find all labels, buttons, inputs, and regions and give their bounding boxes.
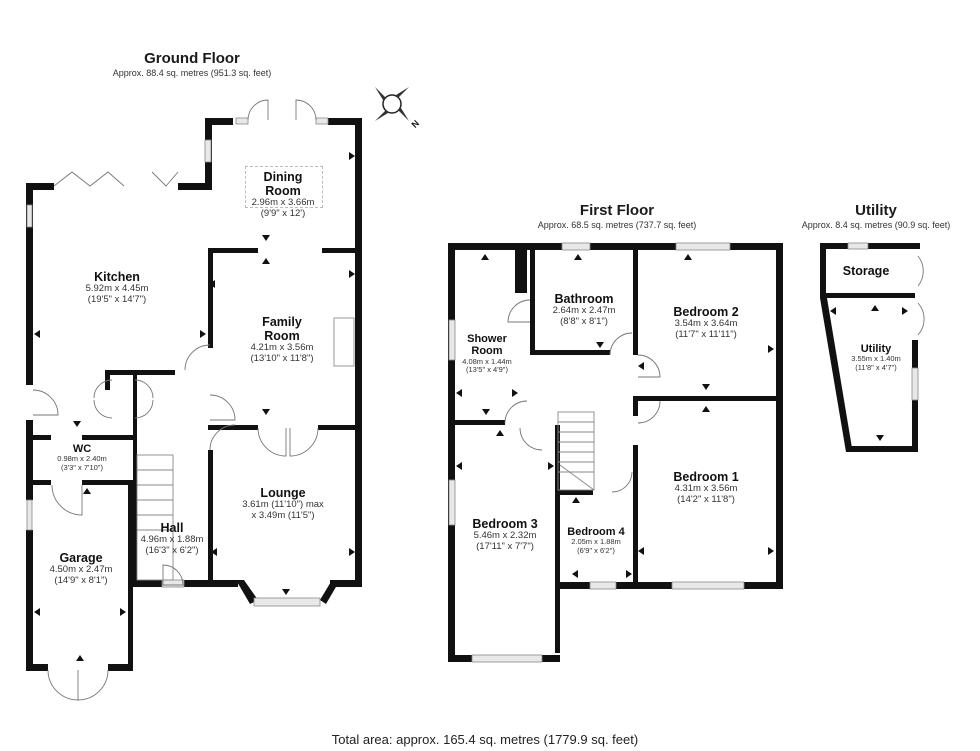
room-name: Dining Room bbox=[263, 170, 303, 198]
room-bedroom-3: Bedroom 3 5.46m x 2.32m (17'11" x 7'7") bbox=[472, 517, 537, 552]
room-name: Bedroom 3 bbox=[472, 517, 538, 531]
first-floor-stairs bbox=[557, 411, 595, 491]
room-bedroom-2: Bedroom 2 3.54m x 3.64m (11'7" x 11'11") bbox=[673, 305, 738, 340]
room-name: Hall bbox=[160, 521, 184, 535]
room-dimensions-metric: 2.96m x 3.66m bbox=[251, 197, 315, 208]
floor-area-text: Approx. 68.5 sq. metres (737.7 sq. feet) bbox=[537, 220, 697, 230]
room-dimensions-imperial: (17'11" x 7'7") bbox=[476, 540, 534, 552]
utility-windows bbox=[847, 242, 919, 401]
first-floor-doors bbox=[504, 299, 661, 493]
room-dimensions-metric: 4.21m x 3.56m bbox=[250, 342, 314, 353]
room-dimensions-metric: 5.92m x 4.45m bbox=[85, 283, 149, 294]
room-dimensions-imperial: (3'3" x 7'10") bbox=[61, 462, 103, 472]
room-dimensions-imperial: (19'5" x 14'7") bbox=[87, 293, 147, 305]
room-name: Bedroom 4 bbox=[567, 526, 625, 538]
dining-room-label-box bbox=[245, 166, 323, 208]
room-dimensions-metric: 0.98m x 2.40m bbox=[57, 454, 107, 464]
room-dimensions-metric: 3.61m (11'10") max bbox=[242, 499, 324, 510]
room-lounge: Lounge 3.61m (11'10") max x 3.49m (11'5"… bbox=[242, 486, 324, 521]
floor-title-text: Utility bbox=[855, 202, 897, 219]
room-dimensions-imperial: (14'2" x 11'8") bbox=[677, 493, 735, 505]
room-name: Lounge bbox=[260, 486, 306, 500]
chimney-breast bbox=[333, 317, 355, 367]
room-name: Shower Room bbox=[467, 333, 507, 358]
first-floor-windows bbox=[448, 242, 745, 663]
floor-title-text: First Floor bbox=[579, 202, 655, 219]
room-kitchen: Kitchen 5.92m x 4.45m (19'5" x 14'7") bbox=[86, 270, 149, 305]
room-name: Bathroom bbox=[554, 292, 614, 306]
room-dimensions-imperial: (8'8" x 8'1") bbox=[560, 315, 608, 327]
room-dimensions-metric: 3.55m x 1.40m bbox=[851, 354, 901, 364]
utility-doors bbox=[917, 255, 925, 336]
room-storage: Storage bbox=[843, 264, 890, 278]
room-dining-room: Dining Room 2.96m x 3.66m (9'9" x 12') bbox=[252, 170, 315, 219]
utility-measure-markers bbox=[830, 305, 908, 441]
room-name: Bedroom 1 bbox=[673, 470, 739, 484]
room-name: WC bbox=[72, 443, 92, 455]
room-family-room: Family Room 4.21m x 3.56m (13'10" x 11'8… bbox=[250, 315, 313, 364]
room-wc: WC 0.98m x 2.40m (3'3" x 7'10") bbox=[57, 443, 107, 472]
room-name: Storage bbox=[842, 264, 890, 278]
utility-walls bbox=[820, 243, 920, 452]
room-hall: Hall 4.96m x 1.88m (16'3" x 6'2") bbox=[141, 521, 204, 556]
room-bedroom-1: Bedroom 1 4.31m x 3.56m (14'2" x 11'8") bbox=[673, 470, 738, 505]
room-shower-room: Shower Room 4.08m x 1.44m (13'5" x 4'9") bbox=[462, 333, 512, 374]
floor-area-text: Approx. 8.4 sq. metres (90.9 sq. feet) bbox=[801, 220, 951, 230]
first-floor-walls bbox=[448, 243, 783, 662]
room-dimensions-imperial: (14'9" x 8'1") bbox=[54, 574, 108, 586]
room-dimensions-imperial: (11'8" x 4'7") bbox=[855, 362, 897, 372]
ground-floor-title: Ground Floor Approx. 88.4 sq. metres (95… bbox=[113, 50, 272, 78]
room-name: Kitchen bbox=[94, 270, 140, 284]
room-name: Family Room bbox=[262, 315, 302, 343]
room-dimensions-metric: 2.05m x 1.88m bbox=[571, 537, 621, 547]
floor-title-text: Ground Floor bbox=[144, 50, 240, 67]
first-floor-title: First Floor Approx. 68.5 sq. metres (737… bbox=[538, 202, 697, 230]
room-name: Bedroom 2 bbox=[673, 305, 739, 319]
room-dimensions-imperial: (13'5" x 4'9") bbox=[466, 365, 508, 375]
room-dimensions-metric: 3.54m x 3.64m bbox=[674, 318, 738, 329]
room-dimensions-metric: 5.46m x 2.32m bbox=[473, 530, 537, 541]
room-dimensions-imperial: (11'7" x 11'11") bbox=[675, 328, 737, 340]
room-garage: Garage 4.50m x 2.47m (14'9" x 8'1") bbox=[50, 551, 113, 586]
room-bathroom: Bathroom 2.64m x 2.47m (8'8" x 8'1") bbox=[553, 292, 616, 327]
room-dimensions-metric: 4.08m x 1.44m bbox=[462, 356, 512, 366]
room-dimensions-imperial: (16'3" x 6'2") bbox=[145, 544, 199, 556]
room-name: Garage bbox=[59, 551, 103, 565]
room-dimensions-imperial: (9'9" x 12') bbox=[260, 207, 306, 219]
first-measure-markers bbox=[456, 254, 774, 578]
room-bedroom-4: Bedroom 4 2.05m x 1.88m (6'9" x 6'2") bbox=[567, 526, 624, 555]
room-dimensions-imperial: (13'10" x 11'8") bbox=[250, 352, 314, 364]
room-dimensions-imperial: x 3.49m (11'5") bbox=[251, 509, 315, 521]
ground-floor-windows bbox=[26, 117, 329, 607]
utility-floor-title: Utility Approx. 8.4 sq. metres (90.9 sq.… bbox=[802, 202, 951, 230]
total-area: Total area: approx. 165.4 sq. metres (17… bbox=[331, 732, 639, 747]
ground-floor-walls bbox=[26, 118, 362, 671]
room-dimensions-metric: 4.50m x 2.47m bbox=[49, 564, 113, 575]
room-dimensions-metric: 4.31m x 3.56m bbox=[674, 483, 738, 494]
room-dimensions-metric: 2.64m x 2.47m bbox=[552, 305, 616, 316]
ground-measure-markers bbox=[34, 152, 355, 661]
room-dimensions-imperial: (6'9" x 6'2") bbox=[577, 545, 615, 555]
ground-floor-doors bbox=[32, 99, 319, 701]
floor-area-text: Approx. 88.4 sq. metres (951.3 sq. feet) bbox=[112, 68, 272, 78]
room-name: Utility bbox=[860, 343, 892, 355]
ground-floor-stairs bbox=[136, 454, 174, 581]
room-utility: Utility 3.55m x 1.40m (11'8" x 4'7") bbox=[851, 343, 901, 372]
compass-icon bbox=[375, 87, 409, 121]
room-dimensions-metric: 4.96m x 1.88m bbox=[140, 534, 204, 545]
